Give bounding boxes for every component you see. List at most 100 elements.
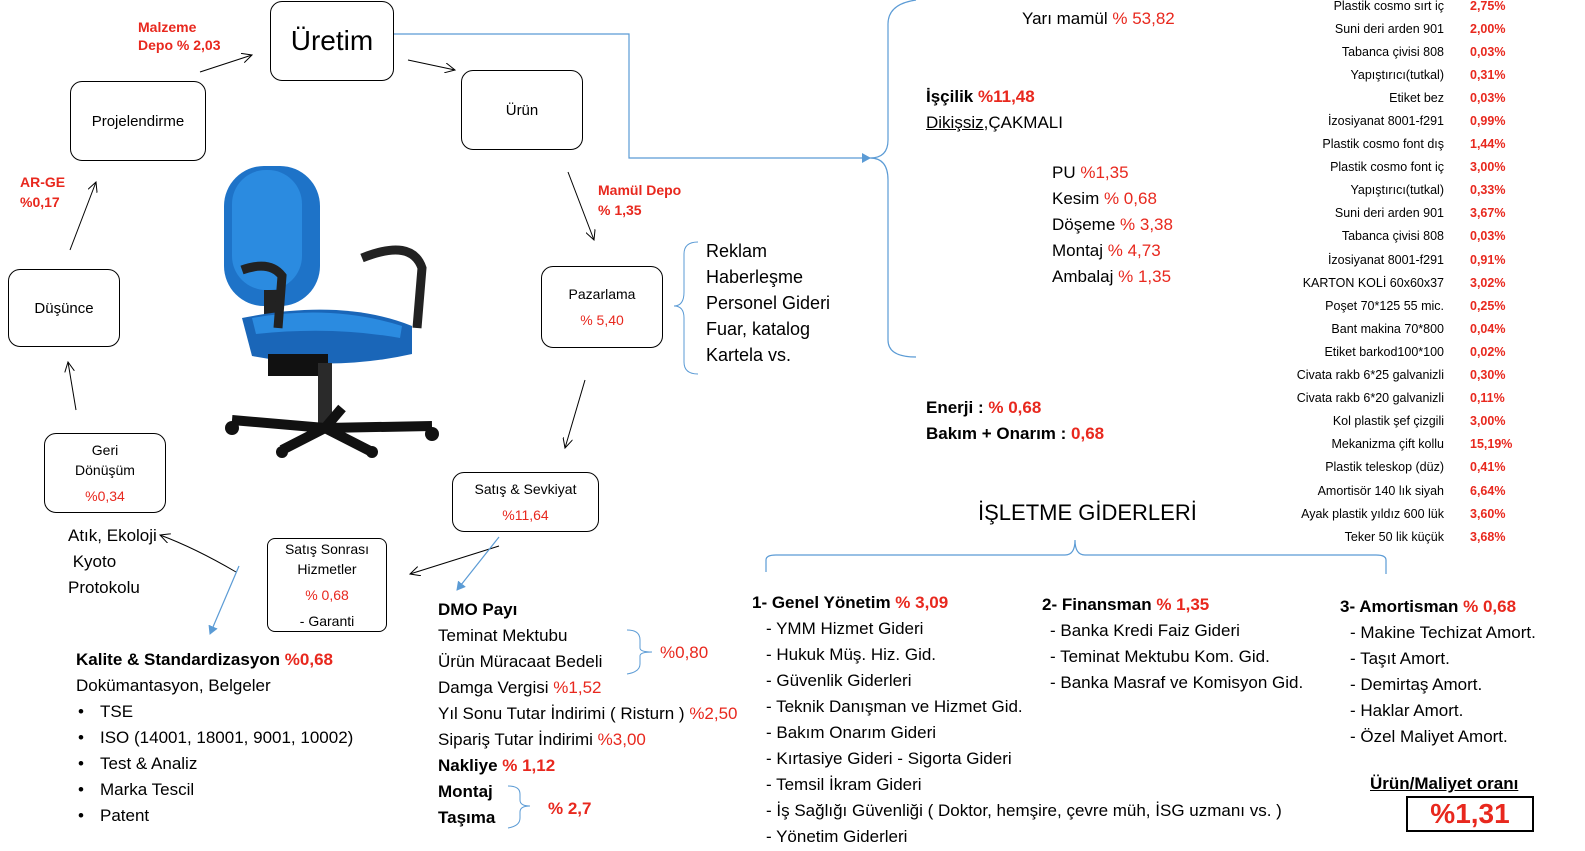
projelendirme-node: Projelendirme — [70, 81, 206, 161]
marketing-item: Reklam — [706, 241, 768, 261]
marketing-item: Personel Gideri — [706, 293, 831, 313]
dusunce-node: Düşünce — [8, 269, 120, 347]
isletme-giderleri-title: İŞLETME GİDERLERİ — [978, 500, 1197, 525]
list-item: - Demirtaş Amort. — [1350, 675, 1483, 694]
production-step: PU %1,35 — [1052, 163, 1129, 182]
kalite-block: Kalite & Standardizasyon %0,68 Dokümanta… — [76, 647, 353, 829]
teminat-mektubu: Teminat Mektubu — [438, 626, 568, 645]
marketing-list: Reklam Haberleşme Personel Gideri Fuar, … — [706, 238, 830, 368]
list-item: - Teknik Danışman ve Hizmet Gid. — [766, 697, 1023, 716]
list-item: Patent — [76, 803, 353, 829]
montaj-tasima-value: % 2,7 — [548, 799, 592, 818]
list-item: - Özel Maliyet Amort. — [1350, 727, 1508, 746]
amortisman-block: 3- Amortisman % 0,68 - Makine Techizat A… — [1340, 594, 1536, 750]
office-chair-image — [224, 166, 439, 458]
geri-donusum-label: Geri Dönüşüm — [75, 442, 135, 478]
amortisman-value: % 0,68 — [1463, 597, 1517, 616]
urun-maliyet-value: %1,31 — [1406, 796, 1534, 832]
bakim-value: 0,68 — [1071, 424, 1105, 443]
production-steps: PU %1,35 Kesim % 0,68 Döşeme % 3,38 Mont… — [1052, 160, 1173, 290]
production-step: Döşeme % 3,38 — [1052, 215, 1173, 234]
iscilik-sub-rest: ,ÇAKMALI — [983, 113, 1063, 132]
dmo-brace-value: %0,80 — [660, 643, 709, 662]
arge-label: AR-GE %0,17 — [20, 174, 66, 210]
damga-value: %1,52 — [553, 678, 602, 697]
atik-ekoloji-label: Atık, Ekoloji Kyoto Protokolu — [68, 526, 157, 597]
list-item: - Kırtasiye Gideri - Sigorta Gideri — [766, 749, 1012, 768]
list-item: - Banka Masraf ve Komisyon Gid. — [1050, 673, 1304, 692]
urun-maliyet-label: Ürün/Maliyet oranı — [1370, 774, 1519, 793]
urun-label: Ürün — [505, 101, 539, 119]
genel-yonetim-block: 1- Genel Yönetim % 3,09 - YMM Hizmet Gid… — [752, 590, 1282, 850]
enerji-bakim-block: Enerji : % 0,68 Bakım + Onarım : 0,68 — [926, 395, 1104, 447]
list-item: - Hukuk Müş. Hiz. Gid. — [766, 645, 937, 664]
list-item: - Temsil İkram Gideri — [766, 775, 922, 794]
list-item: - Haklar Amort. — [1350, 701, 1464, 720]
table-row: Yapıştırıcı(tutkal)0,33% — [1350, 183, 1506, 198]
geri-donusum-value: %0,34 — [85, 488, 125, 504]
iscilik-value: %11,48 — [977, 87, 1035, 106]
kalite-title: Kalite & Standardizasyon — [76, 650, 285, 669]
pazarlama-node: Pazarlama % 5,40 — [541, 266, 663, 348]
uretim-node: Üretim — [270, 1, 394, 81]
finansman-value: % 1,35 — [1156, 595, 1210, 614]
satis-sonrasi-value: % 0,68 — [305, 587, 349, 603]
bakim-label: Bakım + Onarım : — [926, 424, 1072, 443]
list-item: - Bakım Onarım Gideri — [766, 723, 937, 742]
satis-sonrasi-label: Satış Sonrası Hizmetler — [284, 541, 370, 577]
satis-sevkiyat-label: Satış & Sevkiyat — [474, 481, 577, 497]
dmo-title: DMO Payı — [438, 600, 518, 619]
finansman-title: 2- Finansman — [1042, 595, 1157, 614]
list-item: - Teminat Mektubu Kom. Gid. — [1050, 647, 1270, 666]
dusunce-label: Düşünce — [34, 299, 94, 317]
pazarlama-value: % 5,40 — [580, 312, 624, 328]
urun-node: Ürün — [461, 70, 583, 150]
marketing-item: Haberleşme — [706, 267, 804, 287]
dmo-block: DMO Payı Teminat Mektubu Ürün Müracaat B… — [438, 597, 738, 831]
uretim-label: Üretim — [290, 25, 374, 56]
geri-donusum-node: Geri Dönüşüm %0,34 — [44, 433, 166, 513]
tasima-label: Taşıma — [438, 808, 496, 827]
list-item: - Banka Kredi Faiz Gideri — [1050, 621, 1240, 640]
montaj-label: Montaj — [438, 782, 493, 801]
list-item: Marka Tescil — [76, 777, 353, 803]
list-item: - İş Sağlığı Güvenliği ( Doktor, hemşire… — [766, 801, 1282, 820]
list-item: - Taşıt Amort. — [1350, 649, 1450, 668]
yari-mamul-label: Yarı mamül — [1022, 9, 1113, 28]
kalite-sub: Dokümantasyon, Belgeler — [76, 676, 271, 695]
list-item: - Güvenlik Giderleri — [766, 671, 912, 690]
list-item: - YMM Hizmet Gideri — [766, 619, 924, 638]
damga-label: Damga Vergisi — [438, 678, 554, 697]
enerji-value: % 0,68 — [988, 398, 1042, 417]
siparis-label: Sipariş Tutar İndirimi — [438, 730, 598, 749]
yari-mamul-value: % 53,82 — [1112, 9, 1175, 28]
siparis-value: %3,00 — [597, 730, 646, 749]
iscilik-block: İşçilik %11,48 Dikişsiz,ÇAKMALI — [926, 84, 1063, 136]
production-step: Ambalaj % 1,35 — [1052, 267, 1172, 286]
list-item: Test & Analiz — [76, 751, 353, 777]
garanti-label: - Garanti — [299, 613, 355, 629]
production-step: Montaj % 4,73 — [1052, 241, 1161, 260]
nakliye-value: % 1,12 — [502, 756, 556, 775]
satis-sonrasi-node: Satış Sonrası Hizmetler % 0,68 - Garanti — [267, 538, 387, 632]
